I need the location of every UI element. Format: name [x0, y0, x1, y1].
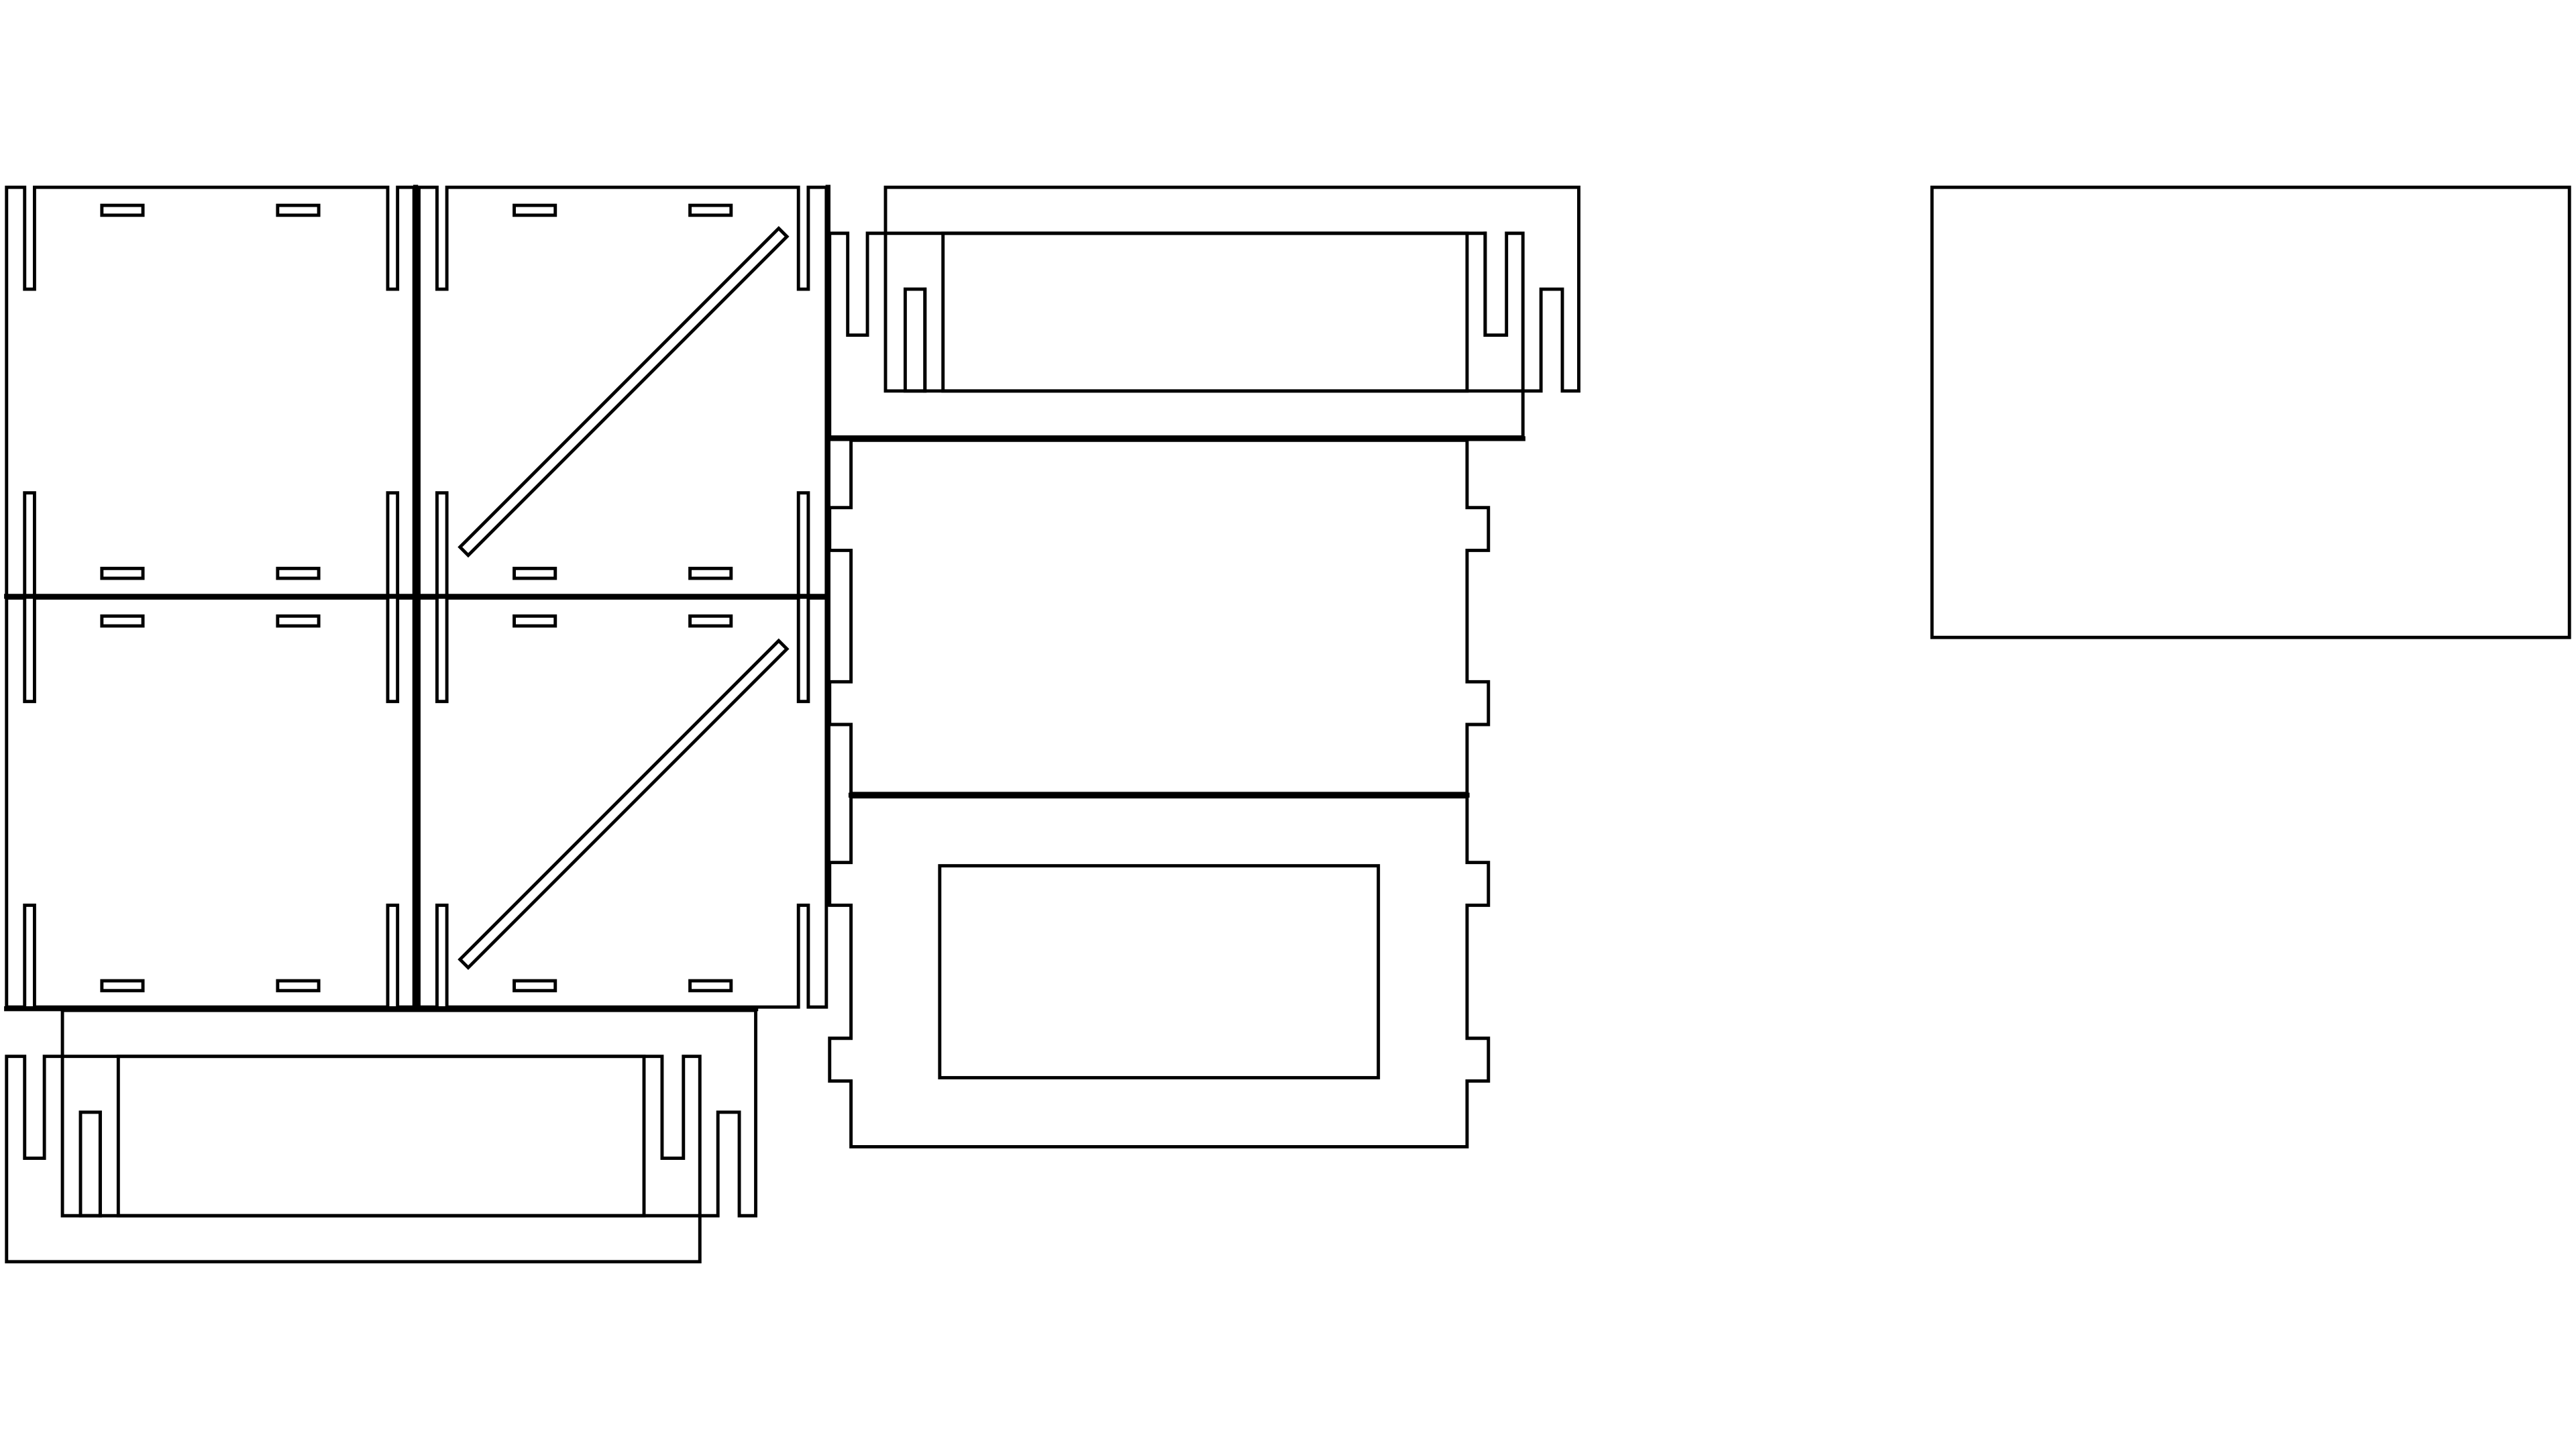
tab-slot	[100, 614, 145, 628]
tab-slot	[100, 203, 145, 217]
tab-slot	[276, 979, 321, 993]
tab-slot	[513, 566, 557, 580]
tab-slot	[276, 614, 321, 628]
side-panel-bottom-left	[5, 596, 416, 1009]
diagonal-slot	[458, 225, 790, 558]
window-cutout	[938, 864, 1381, 1079]
tab-slot	[688, 614, 733, 628]
side-panel-top-right	[417, 185, 828, 598]
drawer-front-bottom	[5, 1008, 757, 1264]
plain-rectangle-panel	[1930, 185, 2571, 639]
tab-slot	[276, 566, 321, 580]
window-cutout	[116, 1055, 646, 1218]
side-panel-top-left	[5, 185, 416, 598]
tab-slot	[276, 203, 321, 217]
tab-slot	[688, 203, 733, 217]
shelf-panel	[828, 438, 1491, 796]
diagonal-slot	[458, 638, 790, 970]
tab-slot	[100, 566, 145, 580]
tab-slot	[513, 979, 557, 993]
tab-slot	[100, 979, 145, 993]
side-panel-bottom-right	[417, 596, 828, 1009]
tab-slot	[688, 979, 733, 993]
shared-cut-lines	[4, 184, 1525, 1012]
drawer-front-top	[828, 185, 1580, 439]
tab-slot	[513, 614, 557, 628]
tab-slot	[688, 566, 733, 580]
finger-slot	[903, 287, 927, 393]
window-cutout	[941, 231, 1469, 393]
tab-slot	[513, 203, 557, 217]
back-panel-with-window	[828, 795, 1491, 1148]
finger-slot	[78, 1110, 102, 1218]
